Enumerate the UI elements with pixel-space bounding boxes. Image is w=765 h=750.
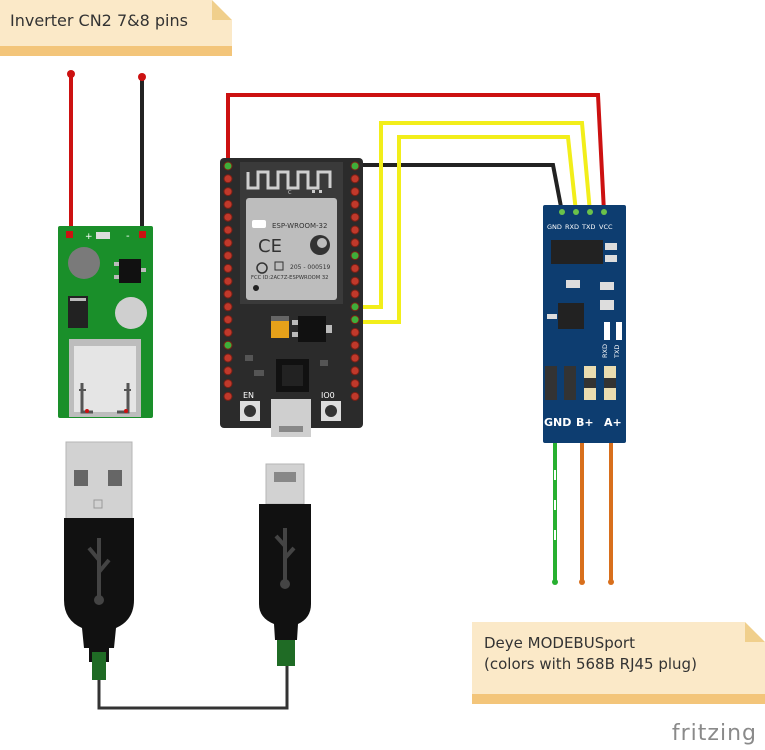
esp32-left-pin-2 bbox=[223, 187, 233, 197]
modbus-note-line1: Deye MODEBUSport bbox=[484, 634, 635, 652]
esp32-left-pin-8 bbox=[223, 263, 233, 273]
esp32-right-pin-9 bbox=[350, 276, 360, 286]
esp32-right-pin-5 bbox=[350, 225, 360, 235]
module-shield bbox=[246, 198, 337, 300]
out-label-gnd: GND bbox=[544, 416, 571, 429]
pin-label-rxd: RXD bbox=[565, 223, 579, 231]
esp32-left-pin-13 bbox=[223, 327, 233, 337]
esp32-left-pin-16 bbox=[223, 366, 233, 376]
module-code: 205 - 000519 bbox=[290, 264, 331, 271]
fritzing-logo: fritzing bbox=[671, 721, 757, 746]
esp32-right-pin-14 bbox=[350, 340, 360, 350]
out-label-b: B+ bbox=[576, 416, 594, 429]
esp32-right-pin-8 bbox=[350, 263, 360, 273]
esp32-left-pin-1 bbox=[223, 174, 233, 184]
capacitor bbox=[115, 297, 147, 329]
note-bottom-shadow bbox=[472, 694, 765, 704]
tantalum-cap bbox=[271, 316, 289, 338]
signal-wires bbox=[226, 93, 606, 324]
pin-label-txd: TXD bbox=[581, 223, 595, 231]
diode bbox=[68, 296, 88, 328]
esp32-right-pin-11 bbox=[350, 302, 360, 312]
out-label-a: A+ bbox=[604, 416, 622, 429]
esp32-right-pin-6 bbox=[350, 238, 360, 248]
esp32-right-pin-17 bbox=[350, 379, 360, 389]
dc-converter-board: + - bbox=[58, 70, 153, 418]
max485-chip-1 bbox=[551, 240, 603, 264]
recycle-icon bbox=[256, 262, 268, 274]
note-fold-2 bbox=[745, 622, 765, 642]
max485-chip-2 bbox=[558, 303, 584, 329]
esp32-right-pin-10 bbox=[350, 289, 360, 299]
io0-label: IO0 bbox=[321, 391, 335, 400]
regulator bbox=[298, 316, 326, 342]
esp32-right-pin-1 bbox=[350, 174, 360, 184]
esp32-left-pin-3 bbox=[223, 199, 233, 209]
usb-cable-wire bbox=[97, 662, 289, 710]
vcc-red-wire bbox=[226, 93, 606, 213]
pin-label-gnd: GND bbox=[547, 223, 562, 231]
inductor bbox=[68, 247, 100, 279]
antenna-trace bbox=[246, 170, 332, 190]
converter-minus-label: - bbox=[126, 231, 130, 242]
module-fcc: FCC ID:2AC7Z-ESPWROOM 32 bbox=[251, 275, 329, 281]
rxd-yellow-wire bbox=[355, 121, 592, 309]
esp32-left-pin-12 bbox=[223, 315, 233, 325]
inverter-note: Inverter CN2 7&8 pins bbox=[0, 0, 232, 46]
esp32-left-pin-17 bbox=[223, 379, 233, 389]
c-label: C bbox=[288, 190, 292, 196]
esp32-right-pin-13 bbox=[350, 327, 360, 337]
esp32-left-pin-5 bbox=[223, 225, 233, 235]
esp32-left-pin-15 bbox=[223, 353, 233, 363]
esp32-left-pin-14 bbox=[223, 340, 233, 350]
esp32-left-pin-9 bbox=[223, 276, 233, 286]
esp32-left-pin-6 bbox=[223, 238, 233, 248]
rs485-module: GND RXD TXD VCC RXD TXD GND B+ A+ bbox=[543, 205, 626, 585]
en-label: EN bbox=[243, 391, 254, 400]
esp32-left-pin-10 bbox=[223, 289, 233, 299]
esp32-right-pin-3 bbox=[350, 199, 360, 209]
esp32-left-pin-4 bbox=[223, 212, 233, 222]
converter-plus-label: + bbox=[85, 232, 93, 242]
esp32-right-pin-2 bbox=[350, 187, 360, 197]
ce-mark: CE bbox=[258, 236, 282, 257]
esp32-right-pin-12 bbox=[350, 315, 360, 325]
converter-ic bbox=[119, 259, 141, 283]
led-label-rxd: RXD bbox=[601, 344, 609, 358]
usb-symbol-icon bbox=[87, 538, 111, 598]
esp32-right-pin-16 bbox=[350, 366, 360, 376]
esp32-left-pin-18 bbox=[223, 391, 233, 401]
esp32-left-pin-0 bbox=[223, 161, 233, 171]
inverter-note-text: Inverter CN2 7&8 pins bbox=[10, 11, 188, 30]
modbus-note-line2: (colors with 568B RJ45 plug) bbox=[484, 655, 697, 673]
esp32-right-pin-4 bbox=[350, 212, 360, 222]
esp32-right-pin-15 bbox=[350, 353, 360, 363]
esp32-left-pin-11 bbox=[223, 302, 233, 312]
module-name: ESP-WROOM-32 bbox=[272, 222, 327, 230]
usb-cable bbox=[64, 441, 311, 710]
micro-usb-plug-metal bbox=[265, 463, 305, 505]
esp32-board: C ESP-WROOM-32 CE 205 - 000519 FCC ID:2A… bbox=[220, 158, 363, 437]
usb-symbol-icon-2 bbox=[274, 528, 296, 582]
note-fold bbox=[212, 0, 232, 20]
note-top-shadow bbox=[0, 46, 232, 56]
modbus-note: Deye MODEBUSport (colors with 568B RJ45 … bbox=[472, 622, 765, 694]
esp32-right-pin-18 bbox=[350, 391, 360, 401]
pin-label-vcc: VCC bbox=[599, 223, 613, 231]
gnd-black-wire bbox=[355, 163, 564, 213]
esp32-right-pin-0 bbox=[350, 161, 360, 171]
esp32-left-pin-7 bbox=[223, 251, 233, 261]
txd-yellow-wire bbox=[355, 135, 578, 324]
esp32-right-pin-7 bbox=[350, 251, 360, 261]
led-label-txd: TXD bbox=[613, 345, 621, 359]
